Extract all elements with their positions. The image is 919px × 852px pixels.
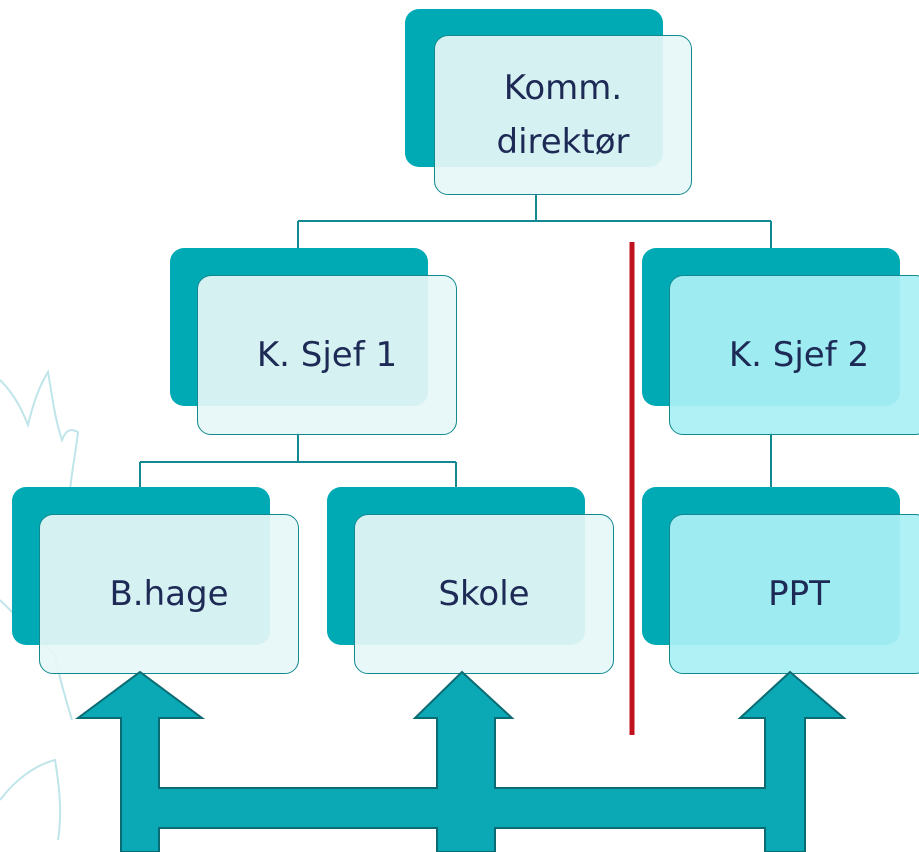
- node-skole-box: Skole: [354, 514, 614, 674]
- leaf-outline-lower: [0, 758, 62, 841]
- node-chief2-box: K. Sjef 2: [669, 275, 919, 435]
- node-skole-label: Skole: [438, 573, 530, 614]
- node-director: Komm. direktør: [405, 9, 693, 197]
- leaf-outline-upper: [0, 369, 80, 491]
- node-bhage-box: B.hage: [39, 514, 299, 674]
- node-chief2: K. Sjef 2: [642, 248, 919, 436]
- node-ppt-label: PPT: [768, 573, 830, 614]
- arrow-connector-shape: [74, 670, 847, 852]
- node-director-box: Komm. direktør: [434, 35, 692, 195]
- node-bhage-label: B.hage: [109, 573, 229, 614]
- node-chief1: K. Sjef 1: [170, 248, 458, 436]
- node-ppt: PPT: [642, 487, 919, 675]
- node-ppt-box: PPT: [669, 514, 919, 674]
- node-chief1-box: K. Sjef 1: [197, 275, 457, 435]
- node-chief1-label: K. Sjef 1: [256, 334, 398, 375]
- node-skole: Skole: [327, 487, 615, 675]
- node-chief2-label: K. Sjef 2: [728, 334, 870, 375]
- node-director-label: Komm. direktør: [496, 67, 630, 162]
- node-bhage: B.hage: [12, 487, 300, 675]
